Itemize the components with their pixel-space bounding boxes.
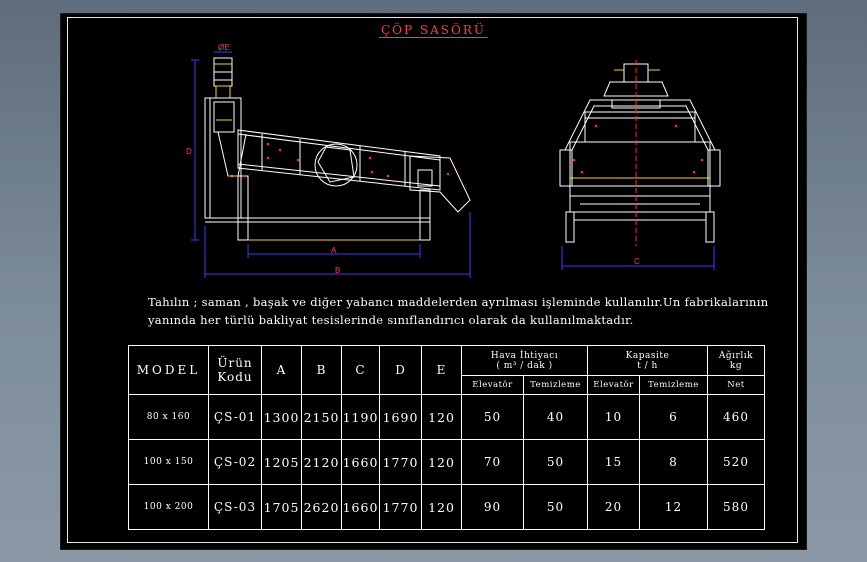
cell-b: 2620	[301, 484, 342, 530]
header-hava-line2: ( m³ / dak )	[496, 360, 553, 371]
table-row: 80 x 160 ÇS-01 1300 2150 1190 1690 120 5…	[128, 394, 765, 440]
cell-kod: ÇS-02	[208, 439, 262, 485]
cell-kap-temizleme: 8	[639, 439, 708, 485]
header-hava: Hava İhtiyacı( m³ / dak )	[461, 345, 588, 376]
header-urun-kodu-line2: Kodu	[217, 370, 253, 384]
cell-hava-temizleme: 40	[523, 394, 588, 440]
cell-kap-temizleme: 12	[639, 484, 708, 530]
cell-e: 120	[421, 439, 462, 485]
table-row: 100 x 150 ÇS-02 1205 2120 1660 1770 120 …	[128, 439, 765, 485]
header-hava-temizleme: Temizleme	[523, 375, 588, 395]
drawing-frame	[67, 17, 798, 543]
label-b: B	[335, 266, 340, 275]
front-upper-arms	[564, 99, 716, 151]
front-left-leg	[565, 211, 575, 243]
header-hava-elevator: Elevatör	[461, 375, 524, 395]
label-a: A	[331, 246, 337, 255]
header-kapasite-line2: t / h	[637, 360, 658, 371]
cell-kap-temizleme: 6	[639, 394, 708, 440]
cell-kod: ÇS-03	[208, 484, 262, 530]
cell-e: 120	[421, 484, 462, 530]
right-leg	[419, 189, 431, 241]
cell-hava-elevator: 50	[461, 394, 524, 440]
cell-hava-elevator: 90	[461, 484, 524, 530]
cell-hava-temizleme: 50	[523, 439, 588, 485]
cell-net: 520	[707, 439, 765, 485]
front-right-leg	[705, 211, 715, 243]
header-model: MODEL	[128, 345, 209, 395]
front-body	[569, 141, 711, 213]
cell-net: 580	[707, 484, 765, 530]
header-kap-temizleme: Temizleme	[639, 375, 708, 395]
side-view	[191, 51, 471, 278]
table-row: 100 x 200 ÇS-03 1705 2620 1660 1770 120 …	[128, 484, 765, 530]
drum-body	[237, 129, 441, 191]
left-leg	[237, 175, 249, 241]
drawing-title: ÇÖP SASÖRÜ	[0, 23, 867, 38]
header-agirlik-line2: kg	[729, 360, 743, 371]
cell-a: 1205	[261, 439, 302, 485]
cell-hava-temizleme: 50	[523, 484, 588, 530]
cell-c: 1660	[341, 484, 380, 530]
front-housing	[584, 111, 696, 143]
cell-c: 1190	[341, 394, 380, 440]
header-agirlik-line1: Ağırlık	[718, 350, 754, 361]
label-c: C	[634, 257, 640, 266]
rotor-circle	[314, 143, 358, 187]
label-d: D	[186, 147, 192, 156]
header-c: C	[341, 345, 380, 395]
cell-model: 100 x 150	[128, 439, 209, 485]
cell-model: 80 x 160	[128, 394, 209, 440]
cell-kap-elevator: 15	[587, 439, 640, 485]
cell-kap-elevator: 10	[587, 394, 640, 440]
header-b: B	[301, 345, 342, 395]
header-a: A	[261, 345, 302, 395]
header-hava-line1: Hava İhtiyacı	[490, 350, 559, 361]
cell-model: 100 x 200	[128, 484, 209, 530]
cell-kod: ÇS-01	[208, 394, 262, 440]
drawing-title-text: ÇÖP SASÖRÜ	[378, 23, 488, 38]
header-net: Net	[707, 375, 765, 395]
cell-d: 1690	[379, 394, 422, 440]
cell-a: 1300	[261, 394, 302, 440]
cell-net: 460	[707, 394, 765, 440]
header-d: D	[379, 345, 422, 395]
cell-c: 1660	[341, 439, 380, 485]
cell-d: 1770	[379, 439, 422, 485]
header-kap-elevator: Elevatör	[587, 375, 640, 395]
cell-b: 2120	[301, 439, 342, 485]
header-kapasite-line1: Kapasite	[625, 350, 670, 361]
cell-e: 120	[421, 394, 462, 440]
cell-hava-elevator: 70	[461, 439, 524, 485]
cell-d: 1770	[379, 484, 422, 530]
header-e: E	[421, 345, 462, 395]
description-line-2: yanında her türlü bakliyat tesislerinde …	[148, 313, 634, 327]
inlet-box	[213, 101, 235, 133]
outlet-chute	[409, 155, 471, 213]
cell-b: 2150	[301, 394, 342, 440]
front-view	[559, 60, 721, 270]
cell-kap-elevator: 20	[587, 484, 640, 530]
header-urun-kodu-line1: Ürün	[217, 356, 253, 370]
elevator-neck	[215, 85, 231, 99]
label-e: ØE	[218, 43, 230, 52]
description-line-1: Tahılın ; saman , başak ve diğer yabancı…	[148, 295, 769, 309]
cell-a: 1705	[261, 484, 302, 530]
